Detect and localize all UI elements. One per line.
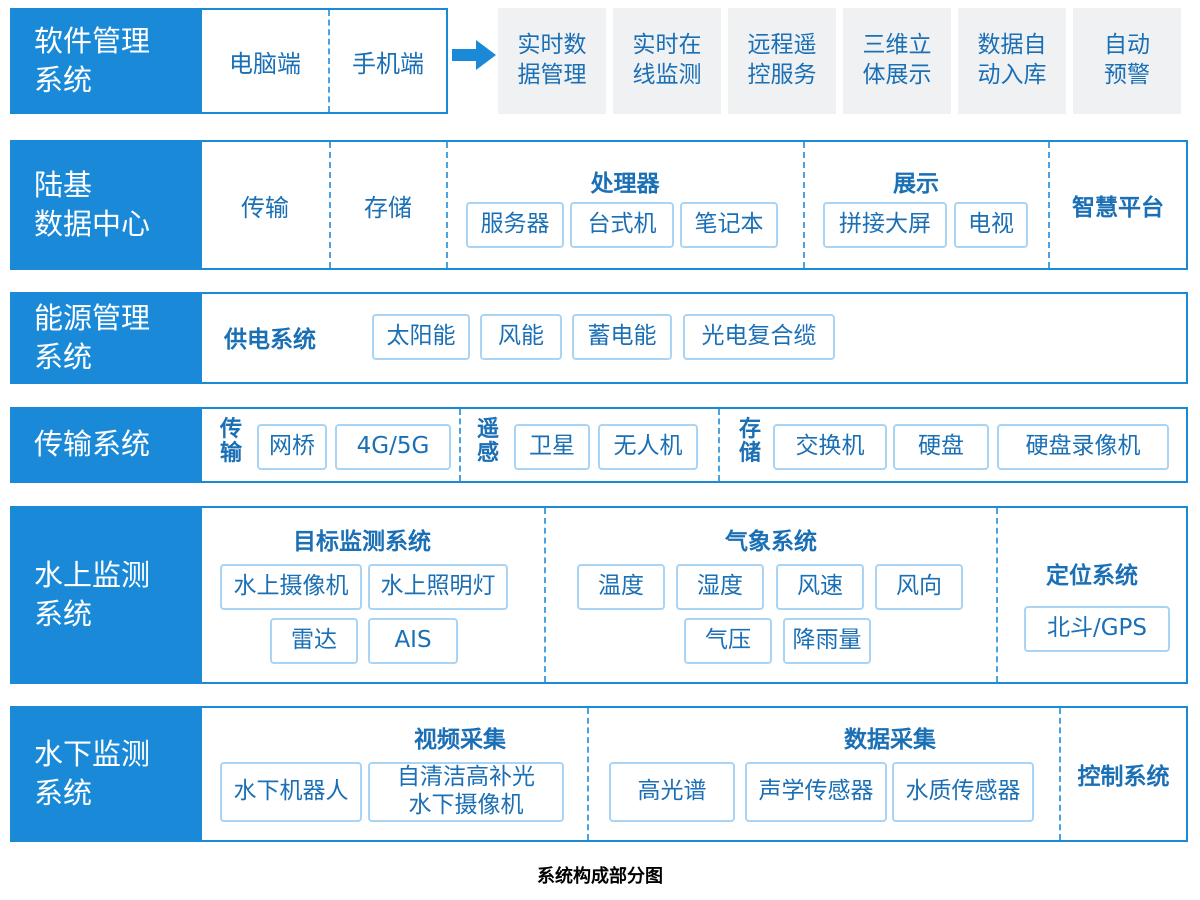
divider: [996, 508, 998, 682]
power-supply-label: 供电系统: [224, 327, 316, 353]
chip-underwater-robot: 水下机器人: [220, 762, 362, 822]
group-title-transmit: 传 输: [219, 417, 242, 467]
chip-wind: 风能: [480, 314, 562, 360]
chip-water-quality-sensor: 水质传感器: [892, 762, 1034, 822]
chip-nvr: 硬盘录像机: [997, 424, 1169, 470]
feature-auto-storage: 数据自 动入库: [958, 8, 1066, 114]
target-system-title: 目标监测系统: [293, 529, 431, 555]
chip-satellite: 卫星: [514, 424, 590, 470]
divider: [329, 142, 331, 268]
row-label-energy: 能源管理 系统: [10, 292, 202, 384]
feature-online-monitor: 实时在 线监测: [613, 8, 721, 114]
software-clients-box: [200, 8, 448, 114]
divider: [1048, 142, 1050, 268]
divider: [587, 708, 589, 840]
divider: [718, 409, 720, 481]
dc-storage: 存储: [364, 193, 412, 222]
chip-bridge: 网桥: [257, 424, 327, 470]
chip-acoustic-sensor: 声学传感器: [745, 762, 887, 822]
chip-beidou-gps: 北斗/GPS: [1024, 606, 1170, 652]
divider: [803, 142, 805, 268]
arrow-right-icon: [452, 40, 496, 70]
chip-4g5g: 4G/5G: [335, 424, 451, 470]
weather-system-title: 气象系统: [725, 529, 817, 555]
row-label-surface: 水上监测 系统: [10, 506, 202, 684]
feature-realtime-data: 实时数 据管理: [498, 8, 606, 114]
smart-platform: 智慧平台: [1072, 195, 1164, 221]
chip-hyperspectral: 高光谱: [609, 762, 735, 822]
chip-humidity: 湿度: [676, 564, 764, 610]
figure-caption: 系统构成部分图: [537, 866, 663, 887]
positioning-system-title: 定位系统: [1046, 563, 1138, 589]
chip-hard-disk: 硬盘: [893, 424, 989, 470]
chip-ais: AIS: [368, 618, 458, 664]
video-capture-title: 视频采集: [414, 727, 506, 753]
divider: [1059, 708, 1061, 840]
control-system: 控制系统: [1077, 764, 1170, 790]
chip-optical-cable: 光电复合缆: [683, 314, 835, 360]
chip-battery: 蓄电能: [572, 314, 672, 360]
chip-wind-direction: 风向: [875, 564, 963, 610]
chip-laptop: 笔记本: [680, 202, 778, 248]
divider: [446, 142, 448, 268]
chip-radar: 雷达: [270, 618, 358, 664]
dc-transmit: 传输: [241, 193, 289, 222]
chip-rainfall: 降雨量: [783, 618, 871, 664]
row-label-software: 软件管理 系统: [10, 8, 202, 114]
chip-underwater-camera: 自清洁高补光 水下摄像机: [368, 762, 564, 822]
divider: [459, 409, 461, 481]
chip-pressure: 气压: [684, 618, 772, 664]
chip-surface-light: 水上照明灯: [368, 564, 508, 610]
chip-wind-speed: 风速: [776, 564, 864, 610]
chip-solar: 太阳能: [372, 314, 470, 360]
client-pc: 电脑端: [229, 49, 301, 78]
chip-switch: 交换机: [773, 424, 887, 470]
feature-remote-control: 远程遥 控服务: [728, 8, 836, 114]
client-mobile: 手机端: [352, 49, 424, 78]
chip-tv: 电视: [954, 202, 1028, 248]
display-title: 展示: [893, 171, 939, 197]
group-title-remote: 遥 感: [476, 417, 499, 467]
chip-desktop: 台式机: [570, 202, 674, 248]
chip-server: 服务器: [466, 202, 564, 248]
divider: [328, 10, 330, 112]
chip-surface-camera: 水上摄像机: [220, 564, 362, 610]
group-title-storage: 存 储: [738, 417, 761, 467]
processor-title: 处理器: [590, 171, 660, 197]
feature-3d-display: 三维立 体展示: [843, 8, 951, 114]
chip-splice-screen: 拼接大屏: [823, 202, 947, 248]
divider: [544, 508, 546, 682]
chip-drone: 无人机: [598, 424, 698, 470]
row-label-underwater: 水下监测 系统: [10, 706, 202, 842]
chip-temperature: 温度: [577, 564, 665, 610]
feature-auto-alert: 自动 预警: [1073, 8, 1181, 114]
data-capture-title: 数据采集: [844, 727, 936, 753]
row-label-transmission: 传输系统: [10, 407, 202, 483]
row-label-datacenter: 陆基 数据中心: [10, 140, 202, 270]
